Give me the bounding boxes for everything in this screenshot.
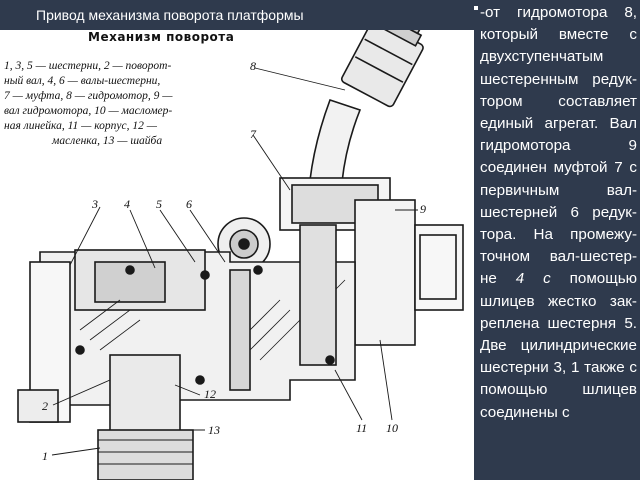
hydromotor-pipe — [309, 98, 362, 183]
caption-line: 7 — муфта, 8 — гидромотор, 9 — — [4, 90, 173, 102]
callout-10: 10 — [386, 421, 398, 435]
caption-title: Механизм поворота — [88, 30, 235, 44]
caption-line: вал гидромотора, 10 — масломер- — [4, 105, 173, 117]
bullet-icon — [474, 6, 478, 10]
callout-2: 2 — [42, 399, 48, 413]
caption-line: 1, 3, 5 — шестерни, 2 — поворот- — [4, 60, 172, 72]
callout-7: 7 — [250, 127, 257, 141]
callout-4: 4 — [124, 197, 130, 211]
callout-1: 1 — [42, 449, 48, 463]
callout-12: 12 — [204, 387, 216, 401]
caption-line: ный вал, 4, 6 — валы-шестерни, — [4, 75, 161, 87]
slide-title: Привод механизма поворота платформы — [0, 0, 474, 30]
callout-6: 6 — [186, 197, 192, 211]
body-text-part: -от гидромотора 8, который вместе с двух… — [480, 4, 637, 288]
text-panel: -от гидромотора 8, который вместе с двух… — [474, 0, 640, 480]
callout-3: 3 — [91, 197, 98, 211]
callout-13: 13 — [208, 423, 220, 437]
callout-9: 9 — [420, 202, 426, 216]
body-text: -от гидромотора 8, который вместе с двух… — [480, 2, 637, 424]
callout-11: 11 — [356, 421, 367, 435]
callout-8: 8 — [250, 59, 256, 73]
callout-5: 5 — [156, 197, 162, 211]
hydromotor-body — [340, 28, 425, 108]
body-text-part: помощью шлицев жестко зак-реплена шестер… — [480, 270, 638, 421]
caption-line: масленка, 13 — шайба — [52, 135, 163, 147]
rotation-shaft — [109, 354, 181, 436]
caption-line: ная линейка, 11 — корпус, 12 — — [4, 120, 157, 132]
rotation-mechanism-drawing: 8 7 9 3 4 5 6 2 12 13 1 11 10 — [17, 28, 464, 480]
body-text-italic: 4 с — [515, 270, 551, 288]
figure-caption: Механизм поворота 1, 3, 5 — шестерни, 2 … — [0, 30, 250, 150]
figure-panel: 8 7 9 3 4 5 6 2 12 13 1 11 10 Привод мех… — [0, 0, 474, 480]
right-housing — [354, 199, 416, 346]
